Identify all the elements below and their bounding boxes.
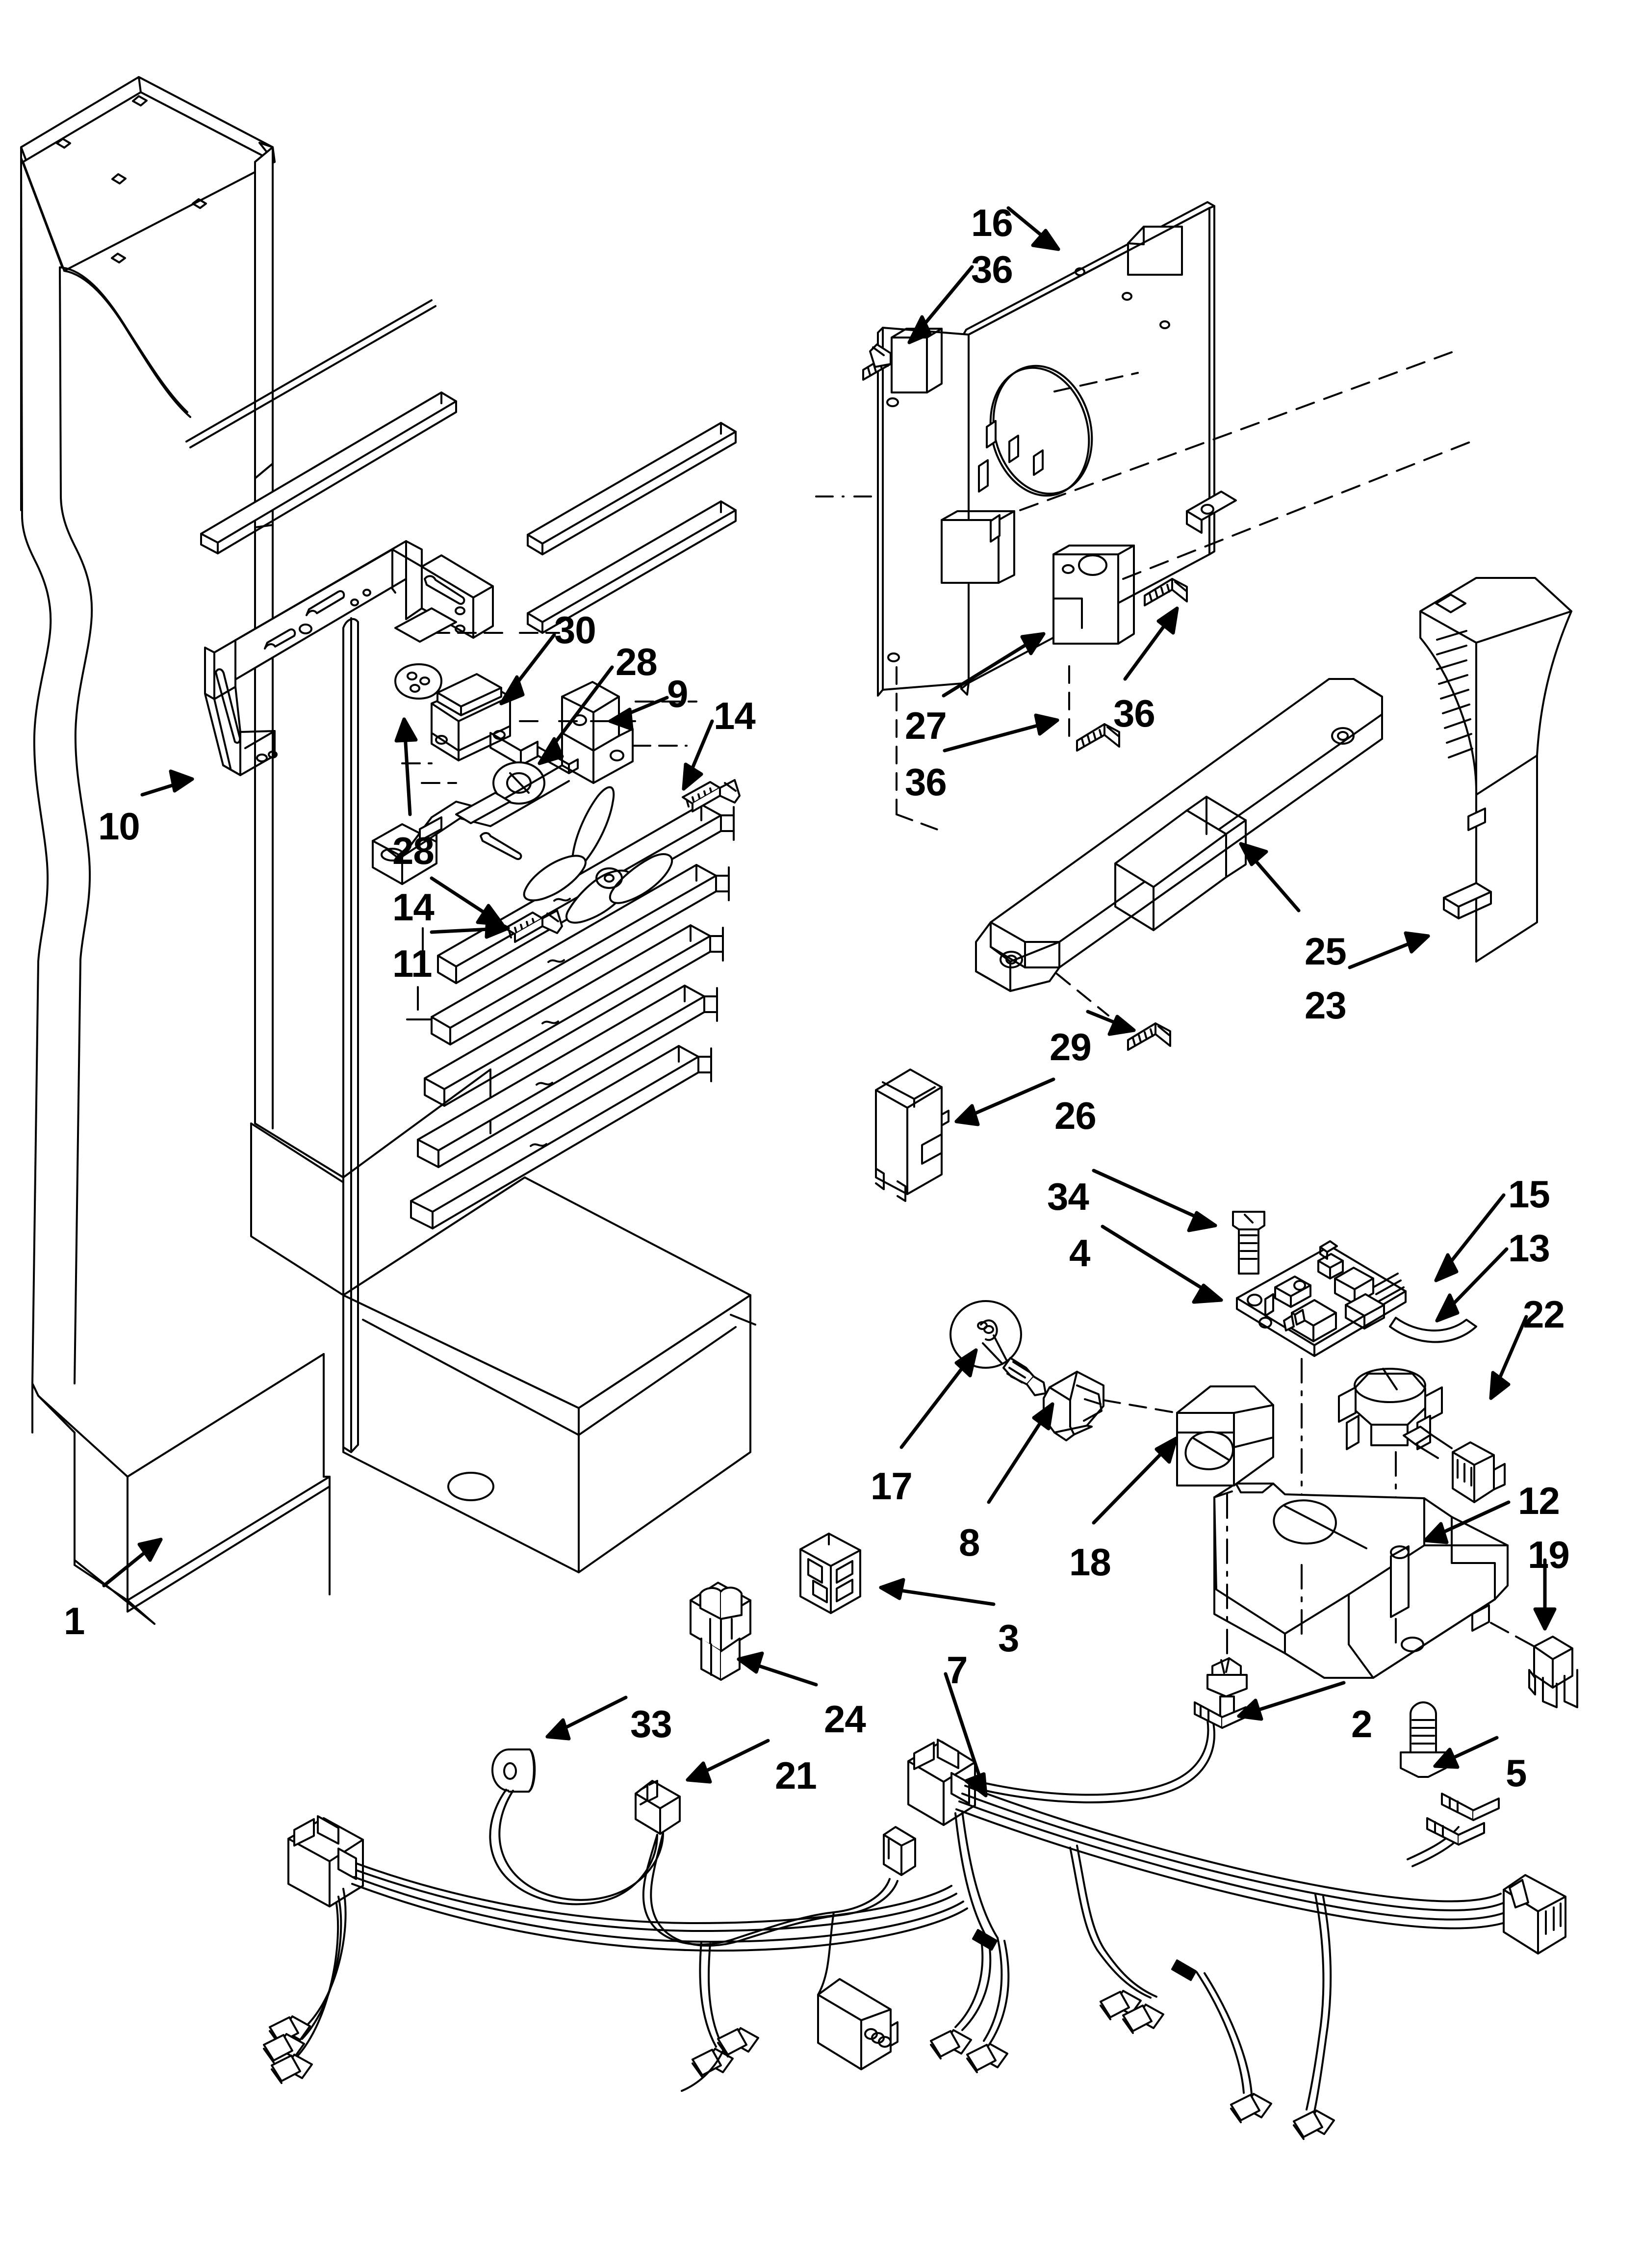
connector-21 <box>635 1780 681 1835</box>
callout-12: 12 <box>1518 1479 1560 1522</box>
callout-22: 22 <box>1523 1293 1565 1336</box>
hex-screw-5 <box>1400 1701 1447 1778</box>
callout-14a: 14 <box>714 694 756 737</box>
access-cover-27 <box>1052 545 1135 645</box>
light-shield-18 <box>1176 1385 1274 1486</box>
evaporator-fan-assembly <box>372 607 741 943</box>
callout-36c: 36 <box>905 760 947 804</box>
air-duct-cover-25 <box>975 678 1383 1051</box>
callout-11: 11 <box>392 942 432 985</box>
main-wire-harness-7 <box>907 1701 1566 2140</box>
callout-23: 23 <box>1305 984 1347 1027</box>
callout-14b: 14 <box>392 886 435 929</box>
callout-30: 30 <box>554 608 596 652</box>
screw-34 <box>1232 1211 1265 1275</box>
callout-15: 15 <box>1508 1173 1550 1216</box>
callout-9: 9 <box>667 672 688 715</box>
flag-terminal <box>1194 1701 1247 1729</box>
callout-27: 27 <box>905 704 947 747</box>
terminal-lug <box>966 2043 1008 2073</box>
callout-28a: 28 <box>616 640 658 683</box>
fan-blade <box>523 786 673 924</box>
double-flag-terminal <box>1426 1793 1500 1846</box>
fan-motor-grommet-b <box>492 761 545 805</box>
callout-29: 29 <box>1050 1025 1092 1069</box>
screw-36-lower <box>1076 723 1120 752</box>
harness-clip-band <box>1171 1959 1197 1981</box>
branch-terminal <box>692 2048 734 2078</box>
right-harness-plug <box>1503 1874 1566 1955</box>
bulb-socket-8 <box>1043 1371 1104 1441</box>
push-fastener-2 <box>1206 1657 1248 1722</box>
wire-clip-19 <box>1528 1636 1578 1708</box>
callout-34: 34 <box>1047 1175 1089 1218</box>
grommet-33 <box>491 1748 536 1793</box>
branch-terminal <box>717 2027 759 2058</box>
harness-clip-band <box>972 1929 998 1951</box>
fan-motor-30 <box>431 673 579 774</box>
screw-36-upper <box>862 343 892 381</box>
defrost-thermostat-13 <box>1338 1317 1506 1620</box>
rear-duct-panel-16 <box>815 201 1472 832</box>
screw-14-right <box>682 779 741 812</box>
screw-14-left <box>504 910 563 943</box>
terminal-lug <box>930 2029 972 2059</box>
terminal-lug <box>1122 2004 1164 2034</box>
fan-motor-bracket-9 <box>372 681 634 885</box>
callout-8: 8 <box>959 1521 980 1564</box>
callout-17: 17 <box>871 1464 913 1508</box>
callout-5: 5 <box>1506 1751 1527 1795</box>
callout-28b: 28 <box>392 829 435 872</box>
rear-liner-trim-23 <box>1419 577 1572 963</box>
thermostat-terminal-cover-22 <box>1452 1441 1506 1503</box>
callout-16: 16 <box>971 201 1013 244</box>
wire-connector-26 <box>875 1069 949 1202</box>
callout-13: 13 <box>1508 1226 1550 1270</box>
fan-motor-grommet-a <box>394 663 442 700</box>
drain-tube-15 <box>1389 1317 1477 1343</box>
callout-7: 7 <box>947 1648 968 1692</box>
cabinet-liner-shell <box>20 76 756 1625</box>
callout-1: 1 <box>64 1599 85 1642</box>
wire-harness-left-21 <box>263 1748 968 2092</box>
callout-4: 4 <box>1069 1231 1090 1275</box>
top-cross-rail <box>234 540 494 680</box>
leader-lines <box>102 206 1557 1798</box>
connector-small-right <box>883 1826 916 1876</box>
callout-18: 18 <box>1069 1540 1111 1584</box>
callout-25: 25 <box>1305 930 1347 973</box>
terminal-lug <box>271 2054 313 2084</box>
callout-33: 33 <box>630 1702 672 1746</box>
terminal-block-3 <box>799 1533 861 1614</box>
callout-19: 19 <box>1528 1533 1570 1576</box>
callout-36a: 36 <box>971 248 1013 291</box>
control-board-4 <box>1232 1211 1407 1566</box>
screw-36-middle <box>1144 578 1188 606</box>
light-bulb-17 <box>949 1300 1047 1396</box>
callout-26: 26 <box>1054 1094 1097 1137</box>
callout-36b: 36 <box>1113 692 1155 735</box>
callout-21: 21 <box>775 1754 817 1797</box>
four-pin-plug <box>817 1978 898 2070</box>
screw-29 <box>1127 1022 1171 1051</box>
callout-24: 24 <box>824 1697 866 1741</box>
callout-3: 3 <box>998 1616 1019 1660</box>
shelf-support-bracket-10 <box>204 639 278 776</box>
light-switch-24 <box>690 1582 751 1681</box>
terminal-lug <box>1230 2093 1272 2123</box>
callout-10: 10 <box>98 805 140 848</box>
drain-pan-12 <box>1206 1483 1578 1778</box>
terminal-lug <box>1293 2110 1335 2140</box>
callout-2: 2 <box>1351 1702 1372 1746</box>
